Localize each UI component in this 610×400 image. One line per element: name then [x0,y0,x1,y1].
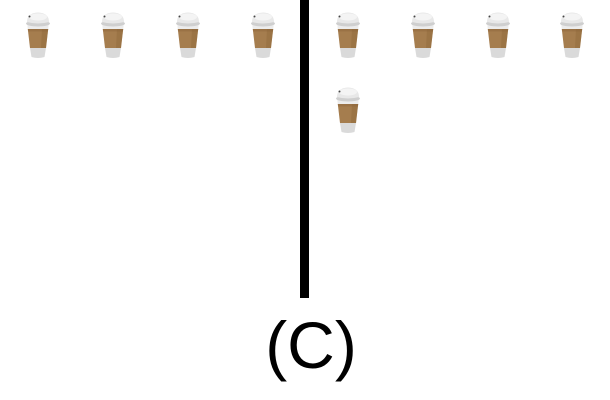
coffee-cup-icon [407,10,439,60]
vertical-divider [300,0,309,298]
coffee-cup-icon [482,10,514,60]
coffee-cup-icon [247,10,279,60]
coffee-cup-icon [332,85,364,135]
coffee-cup-icon [97,10,129,60]
coffee-cup-icon [556,10,588,60]
option-label: (C) [265,308,357,382]
coffee-cup-icon [332,10,364,60]
coffee-cup-icon [172,10,204,60]
coffee-cup-icon [22,10,54,60]
